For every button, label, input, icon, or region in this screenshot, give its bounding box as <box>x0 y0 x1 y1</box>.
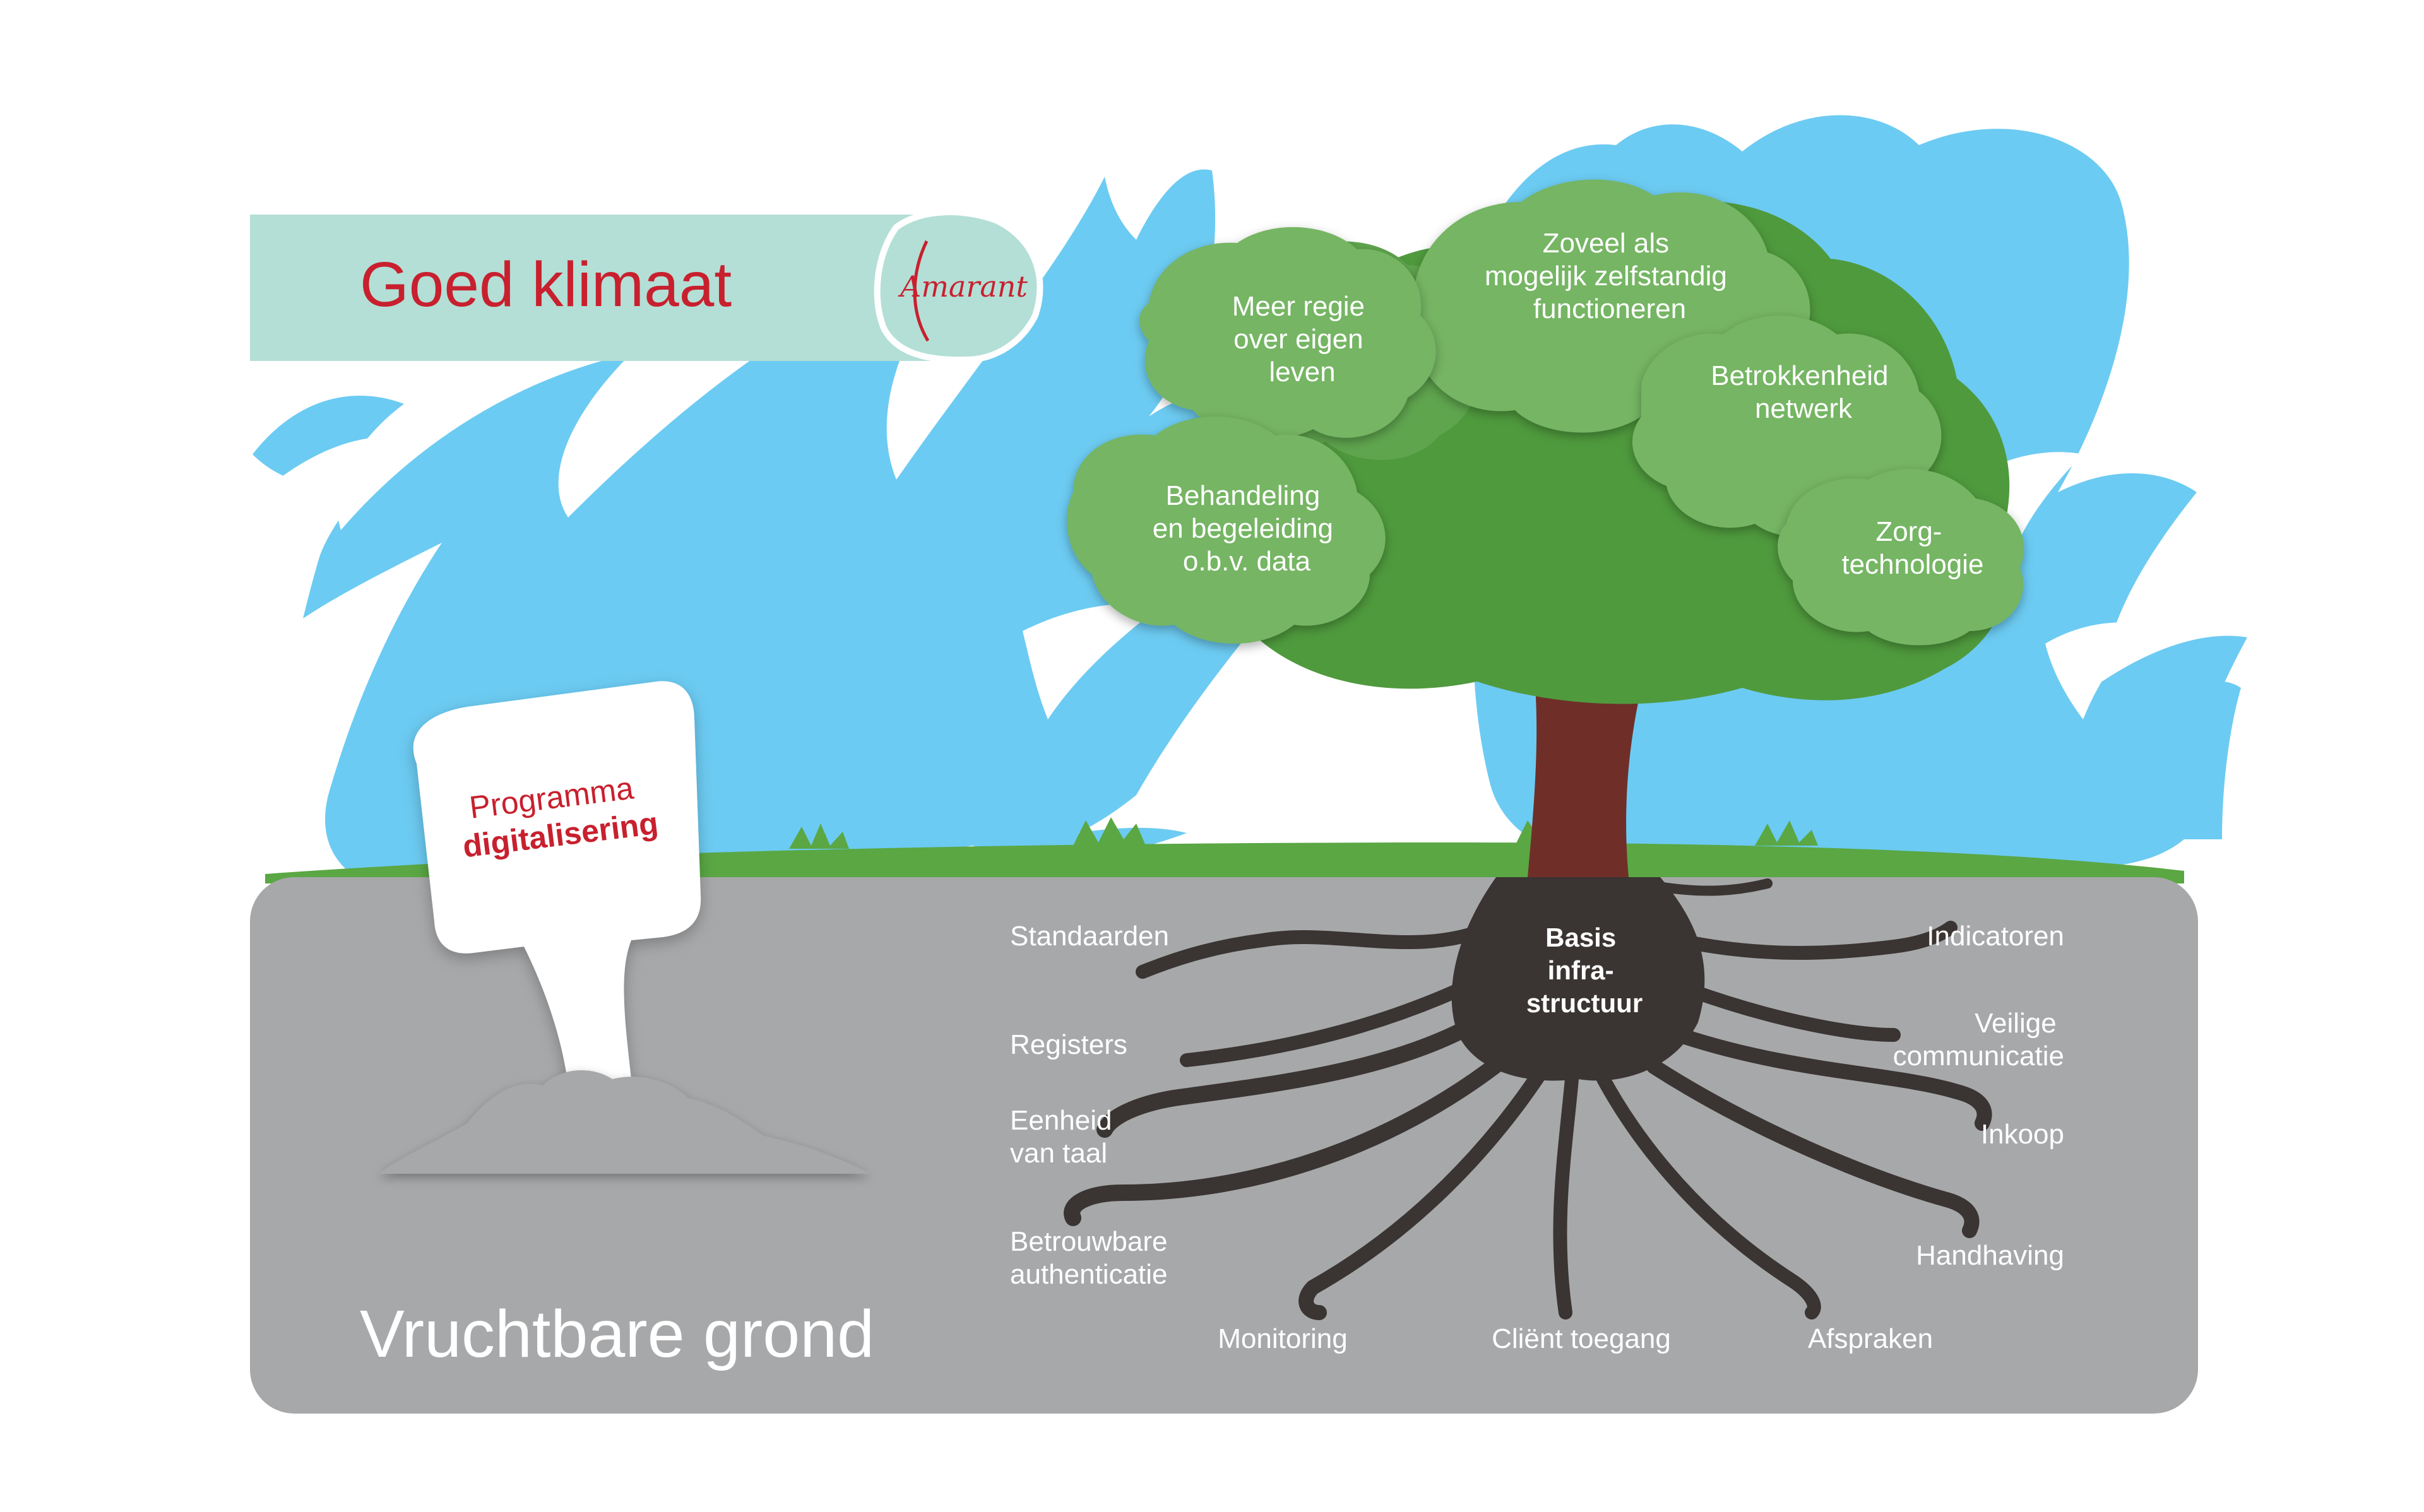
banner-logo-text: Amarant <box>898 269 1028 304</box>
crown-lower-left <box>1067 416 1386 644</box>
root-label-standaarden: Standaarden <box>1010 921 1169 952</box>
crown-left <box>1139 227 1436 440</box>
root-label-authenticatie: Betrouwbare authenticatie <box>1010 1226 1175 1290</box>
tree-roots <box>1064 877 1992 1320</box>
banner-title: Goed klimaat <box>360 249 732 320</box>
ground-panel <box>250 877 2198 1414</box>
root-label-inkoop: Inkoop <box>1981 1119 2064 1150</box>
crown-label-zelfstandig: Zoveel als mogelijk zelfstandig function… <box>1485 228 1735 324</box>
soil-mound <box>379 1070 871 1174</box>
crown-lower-right <box>1778 469 2024 646</box>
banner: Amarant Goed klimaat <box>250 209 1043 363</box>
root-label-afspraken: Afspraken <box>1808 1323 1933 1354</box>
banner-logo-badge <box>874 209 1043 363</box>
root-label-handhaving: Handhaving <box>1916 1240 2064 1271</box>
root-label-eenheid: Eenheid van taal <box>1010 1105 1120 1169</box>
root-label-communicatie: Veilige communicatie <box>1893 1008 2064 1072</box>
crown-labels: Meer regie over eigen leven Zoveel als m… <box>1153 228 1984 580</box>
sky-swirl-far-right <box>2166 681 2241 839</box>
root-core-label: Basis infra- structuur <box>1526 923 1643 1018</box>
root-label-registers: Registers <box>1010 1029 1127 1060</box>
grass-horizon <box>265 842 2184 883</box>
root-labels: Standaarden Registers Eenheid van taal B… <box>1010 921 2064 1354</box>
root-label-indicatoren: Indicatoren <box>1927 921 2064 952</box>
sign: Programma digitalisering <box>413 681 701 1085</box>
crown-label-zorgtechnologie: Zorg- technologie <box>1841 516 1983 580</box>
sign-board <box>413 681 701 1085</box>
tree-crown <box>1067 179 2024 704</box>
ground-title: Vruchtbare grond <box>360 1297 874 1371</box>
crown-label-behandeling: Behandeling en begeleiding o.b.v. data <box>1153 480 1341 577</box>
crown-label-regie: Meer regie over eigen leven <box>1232 291 1373 387</box>
root-core <box>1451 877 1705 1081</box>
root-label-client-toegang: Cliënt toegang <box>1492 1323 1671 1354</box>
banner-logo-swoosh <box>913 240 930 342</box>
banner-bar <box>250 215 944 361</box>
root-label-monitoring: Monitoring <box>1218 1323 1347 1354</box>
crown-label-netwerk: Betrokkenheid netwerk <box>1711 360 1896 424</box>
